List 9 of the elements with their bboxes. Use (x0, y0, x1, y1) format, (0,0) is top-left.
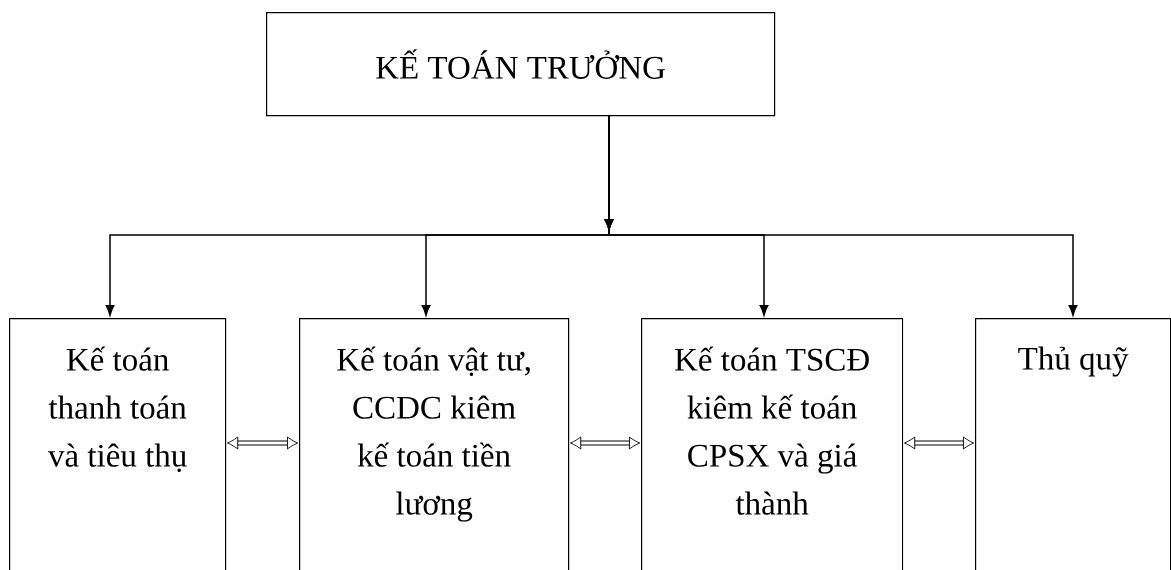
double-arrow (570, 436, 641, 450)
arrow (604, 115, 1078, 316)
role-box: Kế toán TSCĐ kiêm kế toán CPSX và giá thành (641, 318, 904, 570)
role-box: Thủ quỹ (975, 318, 1171, 570)
role-box: Kế toán vật tư, CCDC kiêm kế toán tiền lương (299, 318, 570, 570)
double-arrow (904, 436, 975, 450)
role-box: Kế toán thanh toán và tiêu thụ (9, 318, 227, 570)
double-arrow (227, 436, 299, 450)
title-box: KẾ TOÁN TRƯỞNG (266, 12, 776, 117)
